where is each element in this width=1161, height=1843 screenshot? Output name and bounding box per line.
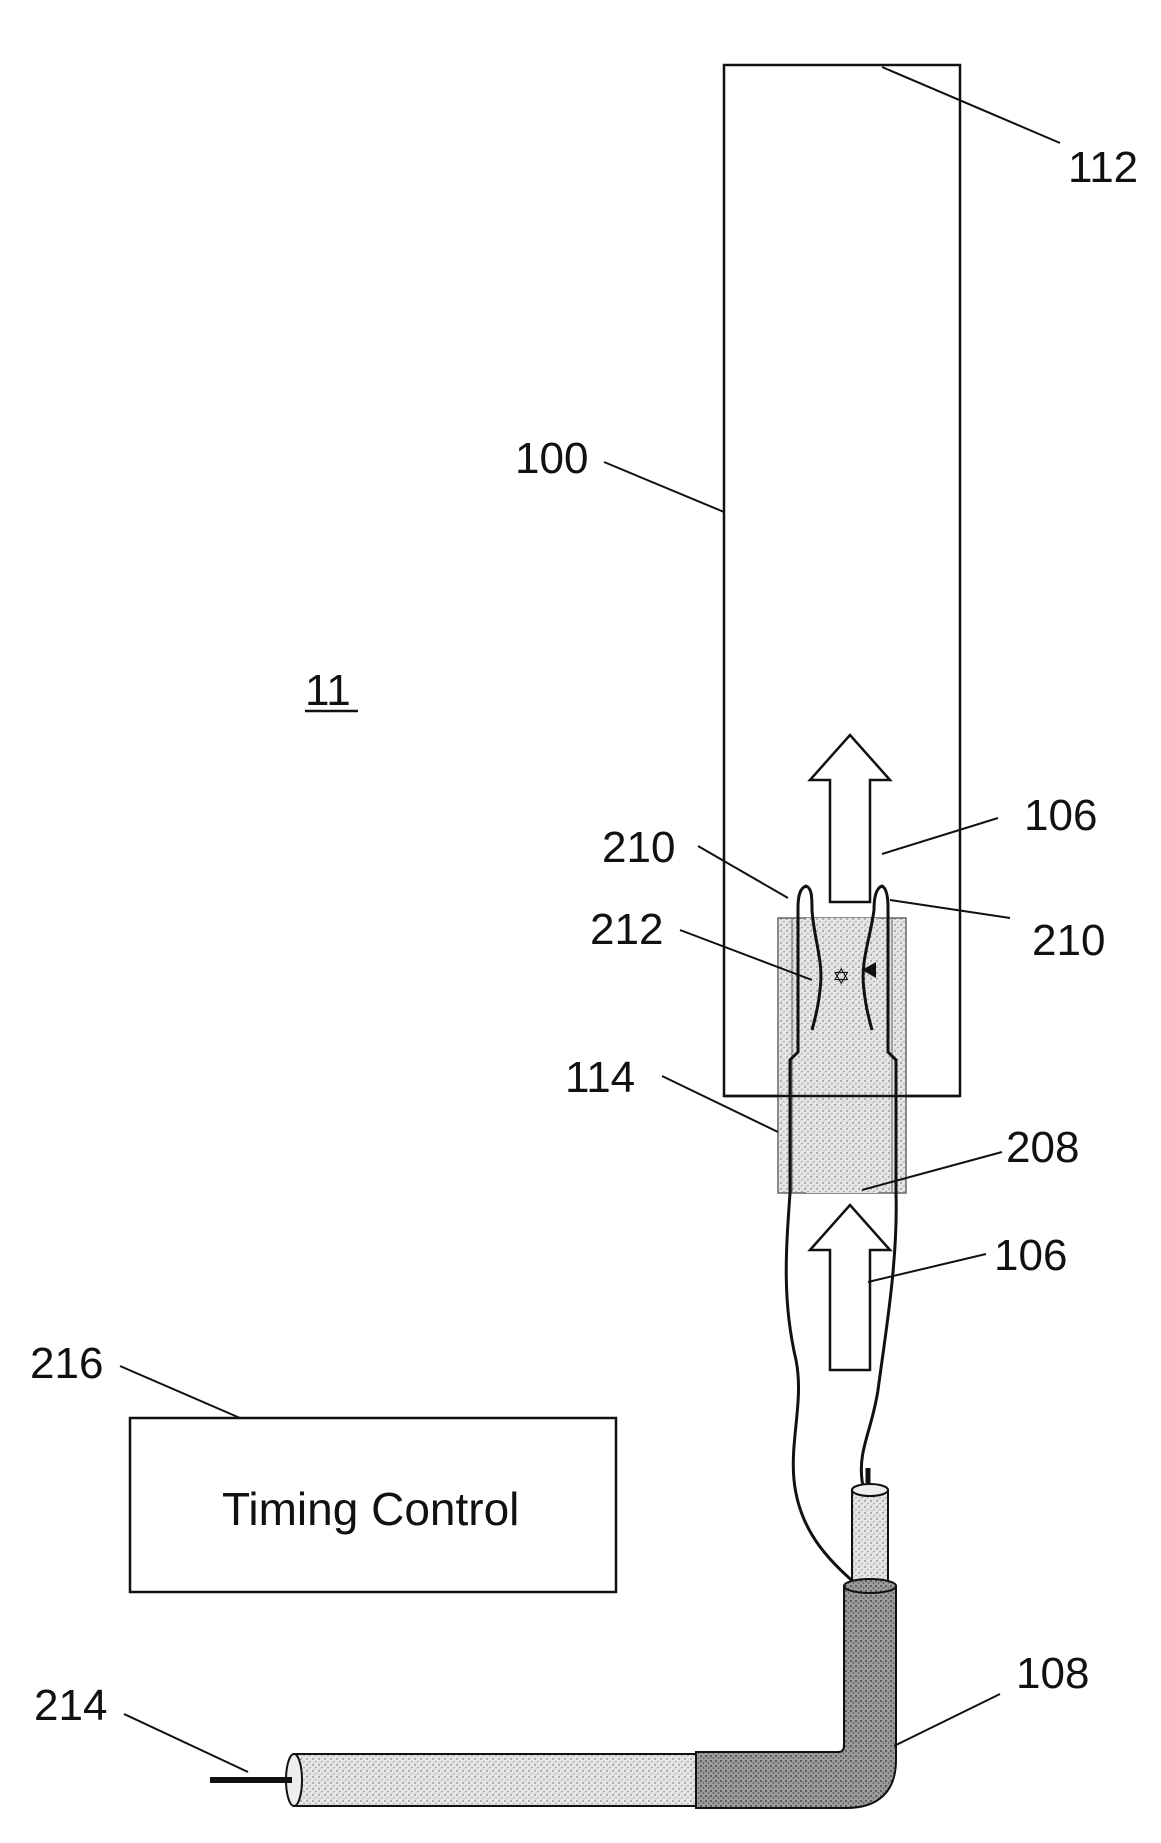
tube-elbow — [696, 1586, 896, 1808]
figure-number: 11 — [305, 666, 351, 715]
ref-108: 108 — [1016, 1649, 1089, 1698]
leader-100 — [604, 462, 724, 512]
timing-control-label: Timing Control — [222, 1483, 519, 1535]
tube-horizontal — [294, 1754, 696, 1806]
leader-108 — [894, 1694, 1000, 1746]
ref-106-top: 106 — [1024, 791, 1097, 840]
leader-106-bottom — [868, 1254, 986, 1282]
ref-210-left: 210 — [602, 823, 675, 872]
leader-114 — [662, 1076, 778, 1132]
leader-214 — [124, 1714, 248, 1772]
leader-106-top — [882, 818, 998, 854]
ref-100: 100 — [515, 434, 588, 483]
leader-216 — [120, 1366, 240, 1418]
tube-inner-segment — [852, 1490, 888, 1586]
ref-214: 214 — [34, 1681, 107, 1730]
ref-210-right: 210 — [1032, 916, 1105, 965]
sleeve-bore — [806, 918, 878, 1193]
tube-elbow-top — [844, 1579, 896, 1593]
leader-210-right — [890, 900, 1010, 918]
lower-flow-arrow — [810, 1205, 890, 1370]
ref-216: 216 — [30, 1339, 103, 1388]
ref-208: 208 — [1006, 1123, 1079, 1172]
tube-inner-end — [852, 1484, 888, 1496]
ref-212: 212 — [590, 905, 663, 954]
ref-114: 114 — [565, 1053, 635, 1102]
leader-210-left — [698, 846, 788, 898]
ref-112: 112 — [1068, 143, 1138, 192]
upper-flow-arrow — [810, 735, 890, 902]
ref-106-bottom: 106 — [994, 1231, 1067, 1280]
leader-112 — [882, 67, 1060, 143]
spark-icon: ✡ — [832, 964, 850, 989]
